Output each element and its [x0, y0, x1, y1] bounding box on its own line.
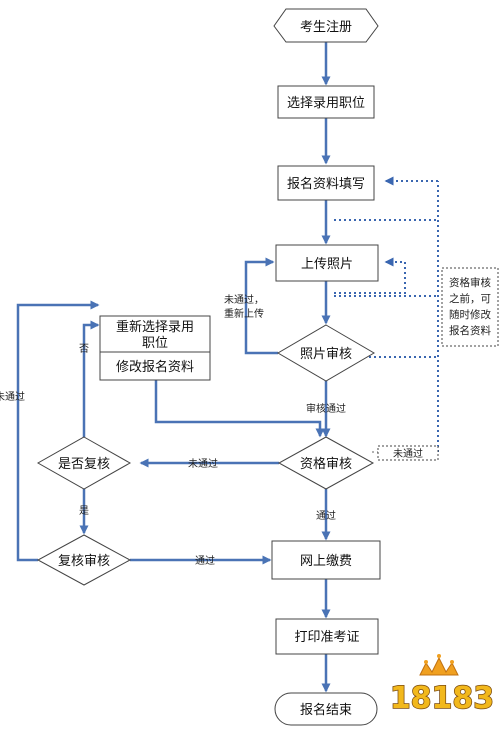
label-qual-fail-right: 未通过 [393, 447, 423, 460]
node-finish [274, 692, 378, 726]
label-recheck-fail: 未通过 [0, 390, 25, 403]
logo-text: 18183 [390, 681, 494, 716]
node-recheck-review [36, 534, 132, 586]
node-modify-info [99, 351, 211, 381]
node-fill-info [277, 165, 375, 201]
register-label: 考生注册 [300, 20, 352, 35]
note-box [441, 267, 499, 347]
edge-modify-to-qual [154, 380, 325, 438]
label-qual-fail-left: 未通过 [188, 457, 218, 470]
logo-18183: 18183 [389, 654, 495, 717]
edge-review-fail-reselect [16, 300, 100, 562]
upload-photo-label: 上传照片 [301, 257, 353, 272]
node-register [273, 8, 379, 43]
note-fail-box [377, 445, 439, 461]
node-upload-photo [275, 244, 379, 282]
note-line3: 随时修改 [449, 308, 491, 321]
label-photo-fail-line2: 重新上传 [224, 307, 264, 320]
online-payment-label: 网上缴费 [300, 554, 352, 569]
select-job-label: 选择录用职位 [287, 96, 365, 111]
edge-photo-fail-reupload [244, 257, 278, 355]
label-recheck-pass: 通过 [195, 554, 215, 567]
modify-info-label: 修改报名资料 [116, 359, 194, 375]
node-select-job [277, 85, 375, 119]
fill-info-label: 报名资料填写 [287, 176, 365, 192]
note-line2: 之前，可 [449, 292, 491, 305]
qualification-review-label: 资格审核 [300, 456, 352, 472]
node-qualification-review [277, 436, 375, 490]
photo-review-label: 照片审核 [300, 347, 352, 362]
request-recheck-label: 是否复核 [58, 457, 110, 472]
finish-label: 报名结束 [300, 702, 352, 718]
label-qual-pass: 通过 [316, 509, 336, 522]
label-photo-fail-line1: 未通过， [224, 293, 264, 306]
node-request-recheck [36, 436, 132, 490]
node-photo-review [277, 324, 375, 382]
note-line4: 报名资料 [449, 324, 491, 337]
edge-recheck-no-reselect [82, 320, 100, 437]
node-online-payment [271, 540, 381, 580]
reselect-job-label-line1: 重新选择录用 [116, 319, 194, 335]
label-photo-pass: 审核通过 [306, 402, 346, 415]
node-print-admission [275, 618, 379, 655]
print-admission-label: 打印准考证 [294, 630, 359, 645]
label-recheck-yes: 是 [79, 505, 89, 517]
recheck-review-label: 复核审核 [58, 554, 110, 569]
reselect-job-label-line2: 职位 [142, 336, 168, 351]
note-line1: 资格审核 [449, 276, 491, 289]
label-recheck-no: 否 [79, 343, 89, 355]
dotted-modify-loop [334, 176, 439, 453]
